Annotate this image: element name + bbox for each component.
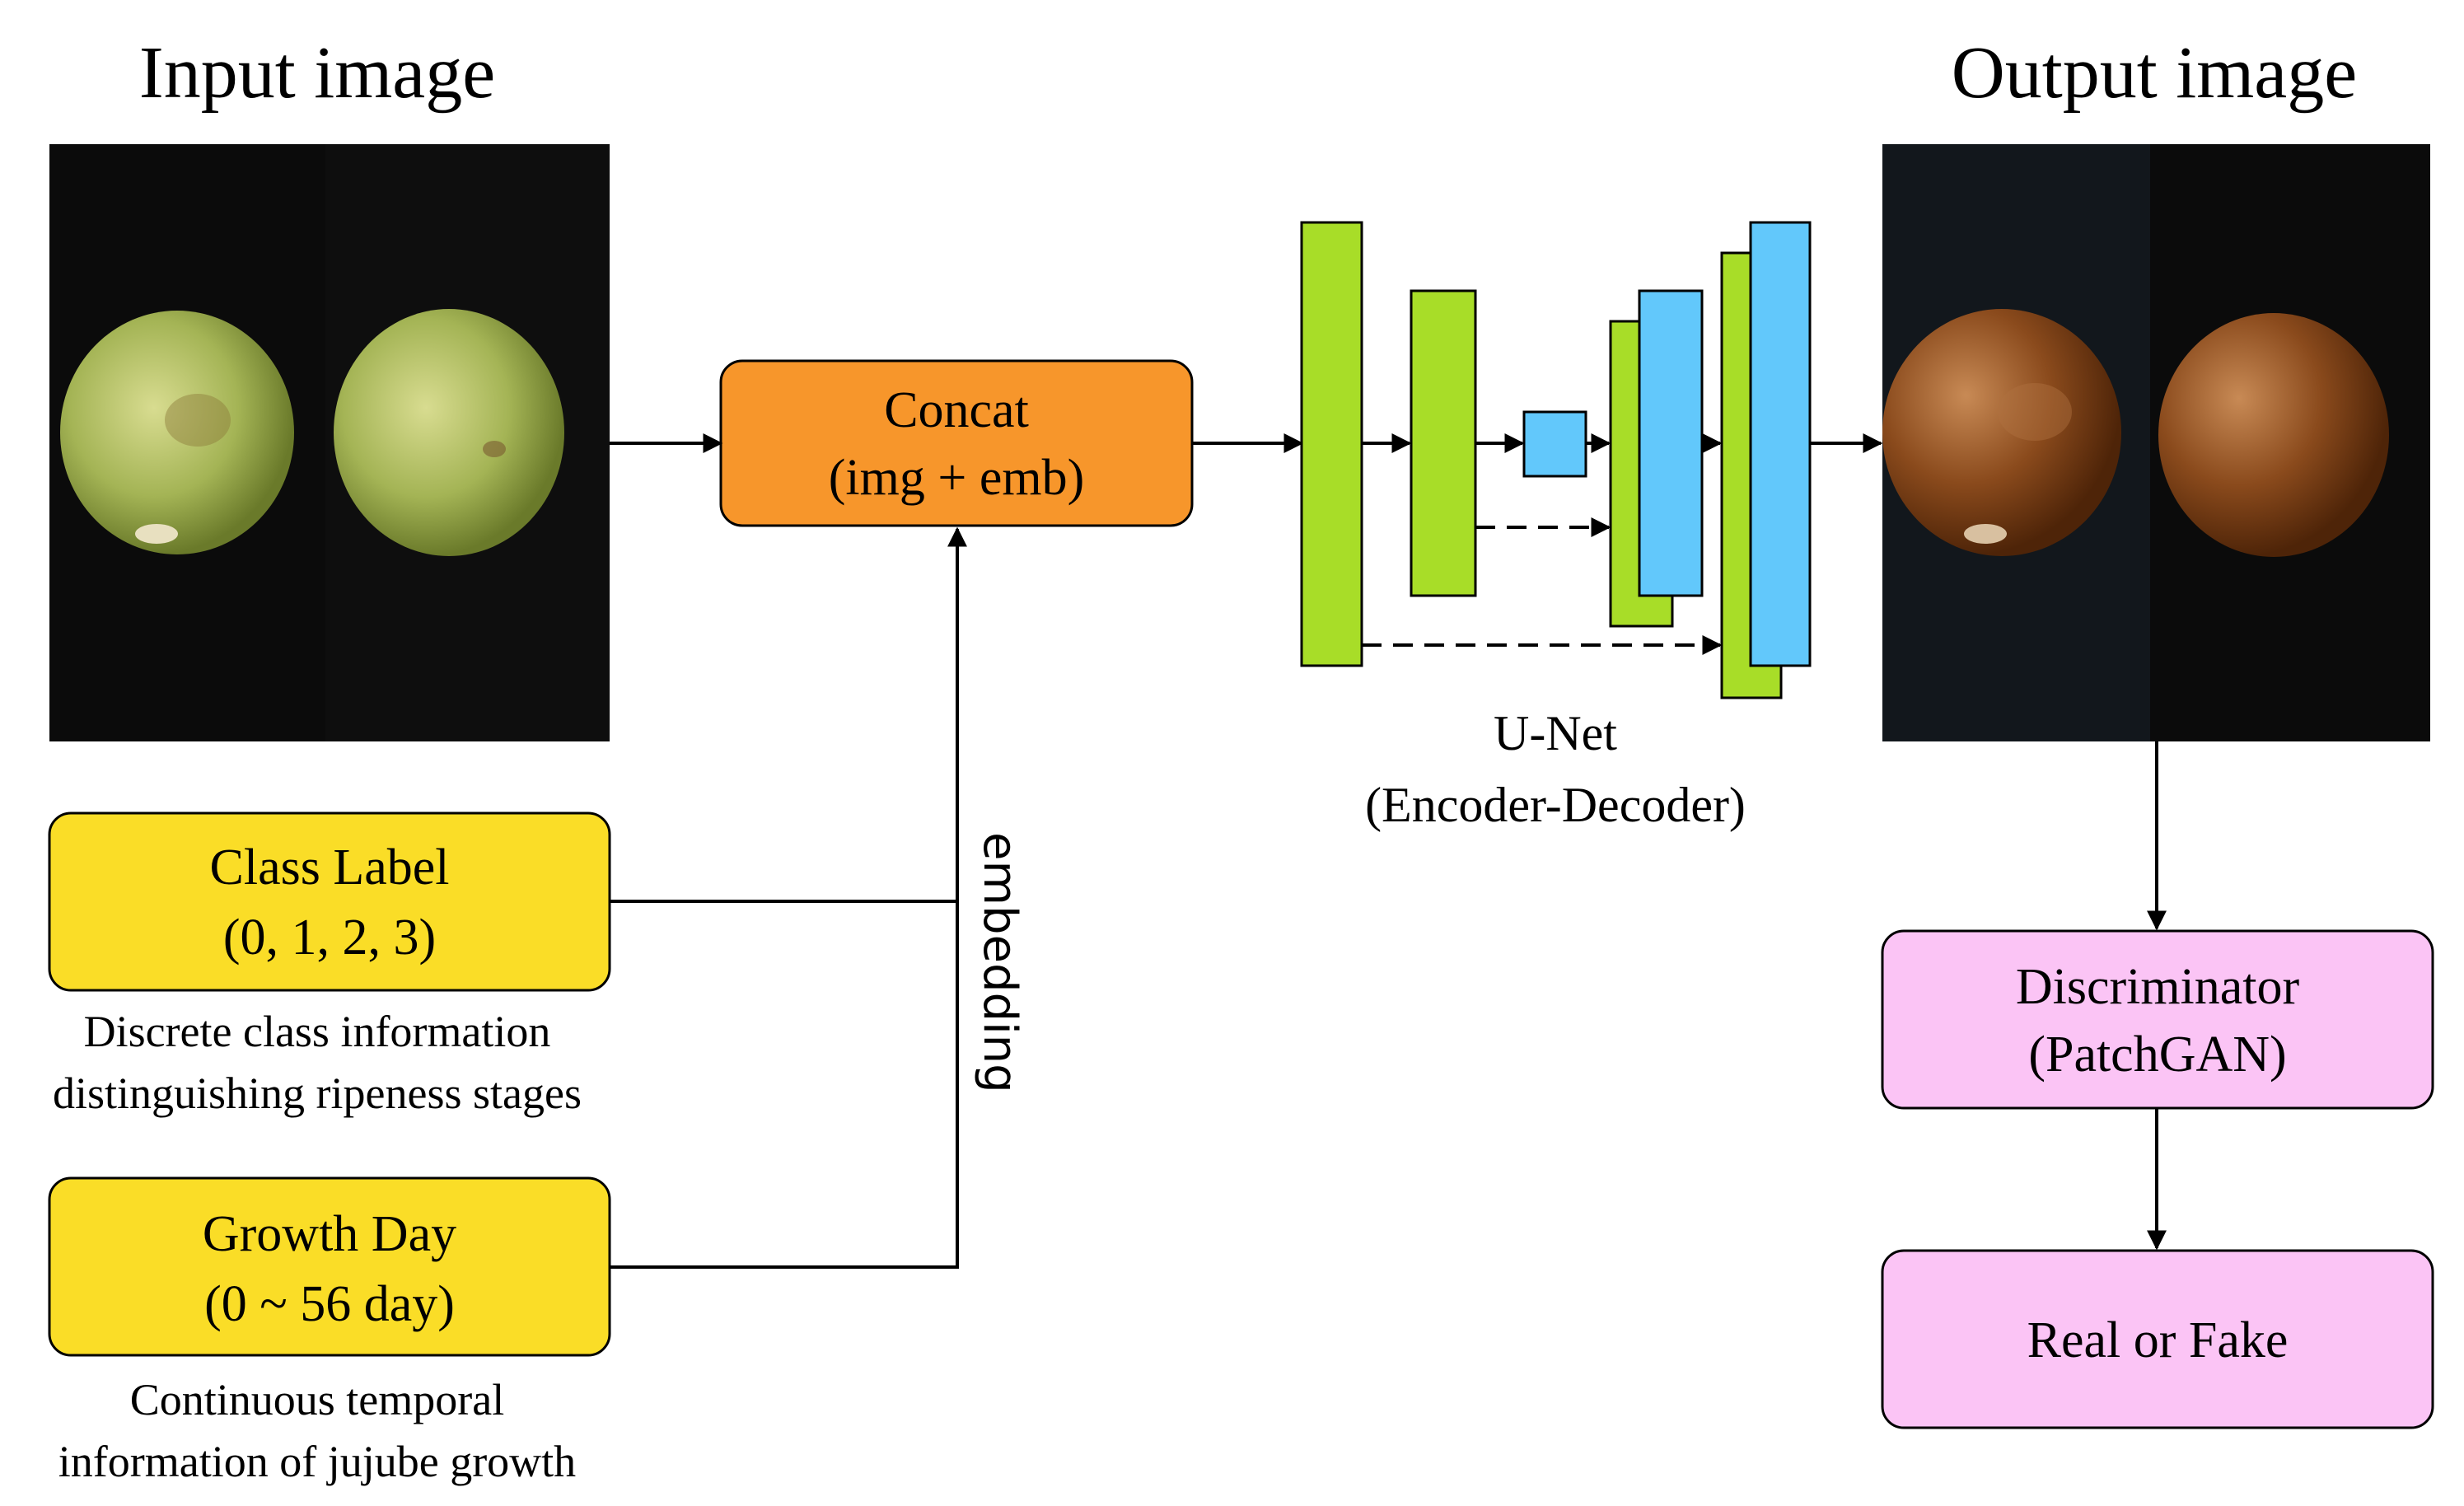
- growth-day-values: (0 ~ 56 day): [204, 1276, 455, 1332]
- encoder-block-2: [1410, 289, 1477, 597]
- discriminator-label: Discriminator: [2016, 959, 2300, 1015]
- concat-box: Concat (img + emb): [719, 359, 1194, 527]
- growth-day-box: Growth Day (0 ~ 56 day): [48, 1176, 611, 1357]
- growth-day-caption-line2: information of jujube growth: [58, 1437, 576, 1486]
- growth-day-title: Growth Day: [203, 1206, 456, 1262]
- unet-label: U-Net: [1494, 706, 1617, 760]
- ripe-fruit-left: [1882, 309, 2121, 556]
- input-image-title: Input image: [139, 32, 495, 114]
- class-label-values: (0, 1, 2, 3): [223, 910, 436, 966]
- embedding-label: embedding: [973, 832, 1026, 1093]
- ripe-fruit-right: [2158, 313, 2389, 557]
- bottleneck-block: [1522, 410, 1587, 478]
- class-label-box: Class Label (0, 1, 2, 3): [48, 811, 611, 992]
- output-image-title: Output image: [1952, 32, 2357, 114]
- discriminator-box: Discriminator (PatchGAN): [1881, 929, 2434, 1110]
- class-label-title: Class Label: [210, 840, 450, 896]
- class-label-caption-line2: distinguishing ripeness stages: [53, 1069, 582, 1118]
- real-or-fake-box: Real or Fake: [1881, 1249, 2434, 1429]
- unet: [1300, 221, 1812, 699]
- output-image: [1882, 144, 2430, 741]
- decoder-block-1: [1638, 289, 1704, 597]
- class-label-caption-line1: Discrete class information: [84, 1007, 551, 1056]
- concat-label: Concat: [884, 382, 1029, 438]
- growth-day-caption-line1: Continuous temporal: [130, 1375, 504, 1424]
- unripe-fruit-right: [334, 309, 564, 556]
- unet-sublabel: (Encoder-Decoder): [1365, 778, 1746, 832]
- decoder-block-2: [1749, 221, 1812, 667]
- discriminator-sublabel: (PatchGAN): [2028, 1027, 2286, 1083]
- encoder-block-1: [1300, 221, 1363, 667]
- input-image: [49, 144, 610, 741]
- concat-sublabel: (img + emb): [829, 450, 1084, 506]
- embedding-connectors: [610, 526, 967, 1269]
- unripe-fruit-left: [60, 311, 294, 554]
- growth-day-connector: [610, 901, 959, 1269]
- real-or-fake-label: Real or Fake: [2027, 1312, 2289, 1368]
